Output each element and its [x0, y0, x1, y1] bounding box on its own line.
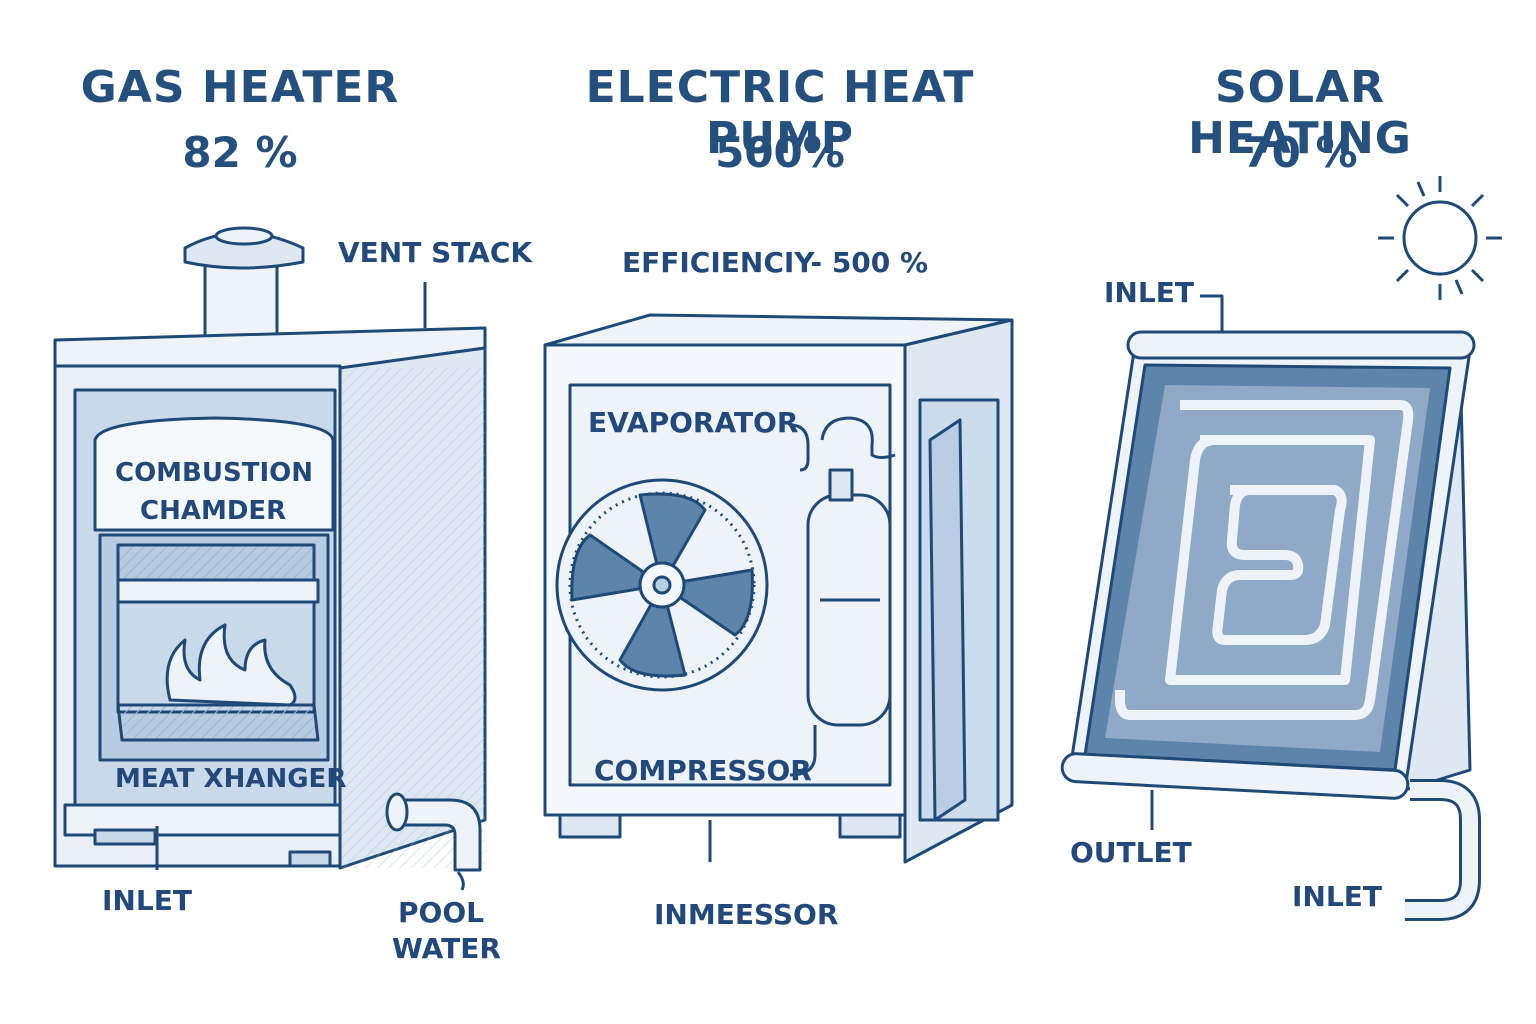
heat-pump-efficiency: 500% [715, 128, 845, 177]
efficiency-note-label: EFFICIENCIY- 500 % [622, 246, 929, 279]
combustion-chamber-label-line1: COMBUSTION [115, 458, 313, 488]
vent-stack-label: VENT STACK [338, 236, 533, 269]
evaporator-label: EVAPORATOR [588, 406, 799, 439]
gas-heater-efficiency: 82 % [182, 128, 298, 177]
solar-heating-efficiency: 70 % [1242, 128, 1358, 177]
gas-heater-unit [53, 226, 487, 891]
inmeessor-label: INMEESSOR [654, 898, 839, 931]
solar-inlet-top-label: INLET [1104, 276, 1194, 309]
heat-pump-title: ELECTRIC HEAT PUMP [585, 62, 975, 164]
gas-inlet-label: INLET [102, 884, 192, 917]
vent-stack-icon [183, 226, 305, 339]
compressor-icon [806, 468, 892, 727]
sun-icon [1378, 176, 1502, 300]
solar-outlet-label: OUTLET [1070, 836, 1192, 869]
heat-pump-unit [543, 313, 1014, 864]
solar-heating-title: SOLAR HEATING [1188, 62, 1412, 164]
flame-icon [165, 623, 297, 707]
heat-exchanger-label: MEAT XHANGER [115, 764, 347, 794]
gas-heater-title: GAS HEATER [80, 62, 400, 113]
compressor-label: COMPRESSOR [594, 754, 812, 787]
serpentine-pipe-icon [1115, 400, 1414, 720]
solar-inlet-bottom-label: INLET [1292, 880, 1382, 913]
combustion-chamber-label-line2: CHAMDER [140, 496, 287, 526]
solar-collector-unit [1060, 294, 1481, 921]
pool-water-label-line1: POOL [398, 896, 484, 929]
pool-water-pipe-icon [385, 792, 482, 891]
pool-water-label-line2: WATER [392, 932, 501, 965]
fan-icon [555, 478, 769, 692]
